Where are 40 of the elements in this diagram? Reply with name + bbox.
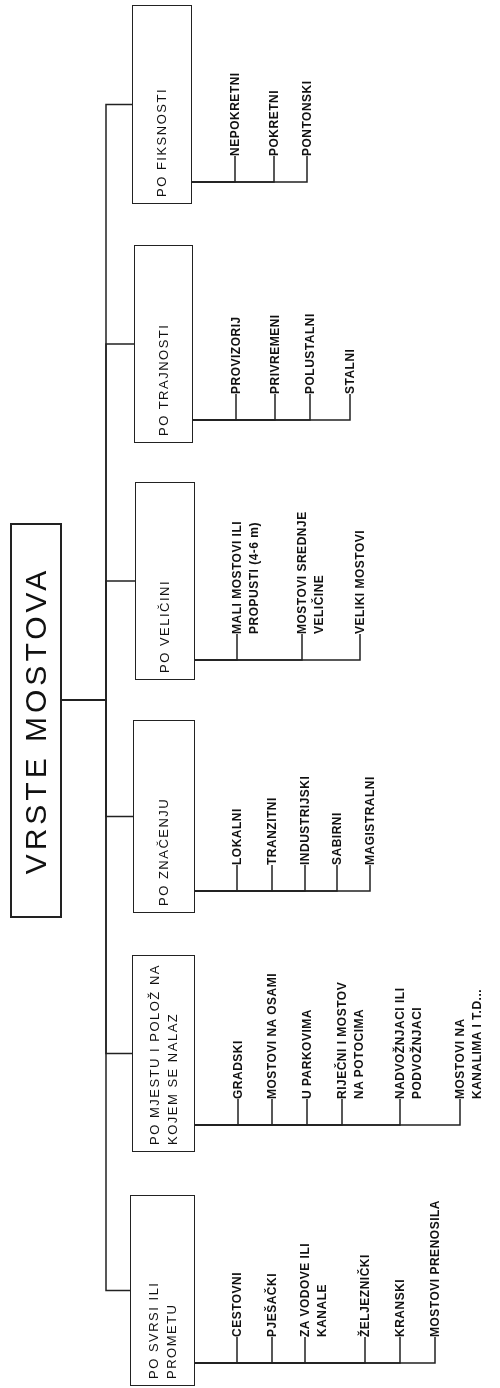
connector-line xyxy=(191,155,308,183)
category-item: MOSTOVI NA KANALIMA I T.D... xyxy=(452,977,486,1099)
category-item: STALNI xyxy=(342,348,359,394)
category-item: GRADSKI xyxy=(230,1040,247,1099)
connector-line xyxy=(194,1098,461,1126)
category-item: MOSTOVI PRENOSILA xyxy=(427,1200,444,1337)
category-item: INDUSTRIJSKI xyxy=(297,775,314,865)
category-item: NEPOKRETNI xyxy=(227,72,244,156)
category-item: MOSTOVI SREDNJE VELIČINE xyxy=(294,496,328,634)
category-item: PJEŠAČKI xyxy=(264,1272,281,1337)
title-box: VRSTE MOSTOVA xyxy=(10,523,62,918)
category-item: POKRETNI xyxy=(266,90,283,156)
category-box: PO TRAJNOSTI xyxy=(134,245,193,443)
category-item: ZA VODOVE ILI KANALE xyxy=(297,1225,331,1337)
category-item: POLUSTALNI xyxy=(302,313,319,394)
connector-line xyxy=(192,393,351,421)
connector-line xyxy=(194,864,371,892)
category-item: MAGISTRALNI xyxy=(362,776,379,865)
category-item: MOSTOVI NA OSAMI xyxy=(264,973,281,1099)
category-item: SABIRNI xyxy=(329,812,346,865)
category-item: NADVOŽNJACI ILI PODVOŽNJACI xyxy=(392,975,426,1099)
category-item: MALI MOSTOVI ILI PROPUSTI (4-6 m) xyxy=(229,519,263,634)
connector-line xyxy=(61,103,133,701)
category-item: PONTONSKI xyxy=(299,80,316,156)
category-item: TRANZITNI xyxy=(264,797,281,865)
category-box: PO MJESTU I POLOŽ NA KOJEM SE NALAZ xyxy=(132,955,195,1152)
category-item: PRIVREMENI xyxy=(267,314,284,394)
category-box: PO FIKSNOSTI xyxy=(132,5,192,204)
category-item: PROVIZORIJ xyxy=(228,316,245,394)
connector-line xyxy=(194,633,361,661)
category-item: RIJEČNI I MOSTOV NA POTOCIMA xyxy=(334,967,368,1099)
category-item: CESTOVNI xyxy=(229,1271,246,1337)
category-item: KRANSKI xyxy=(392,1278,409,1337)
category-item: U PARKOVIMA xyxy=(299,1009,316,1099)
category-box: PO VELIČINI xyxy=(135,482,195,680)
category-item: ŽELJEZNIČKI xyxy=(357,1254,374,1337)
category-box: PO SVRSI ILI PROMETU xyxy=(130,1195,195,1386)
category-box: PO ZNAČENJU xyxy=(133,720,195,913)
category-item: VELIKI MOSTOVI xyxy=(352,529,369,634)
category-item: LOKALNI xyxy=(229,808,246,865)
